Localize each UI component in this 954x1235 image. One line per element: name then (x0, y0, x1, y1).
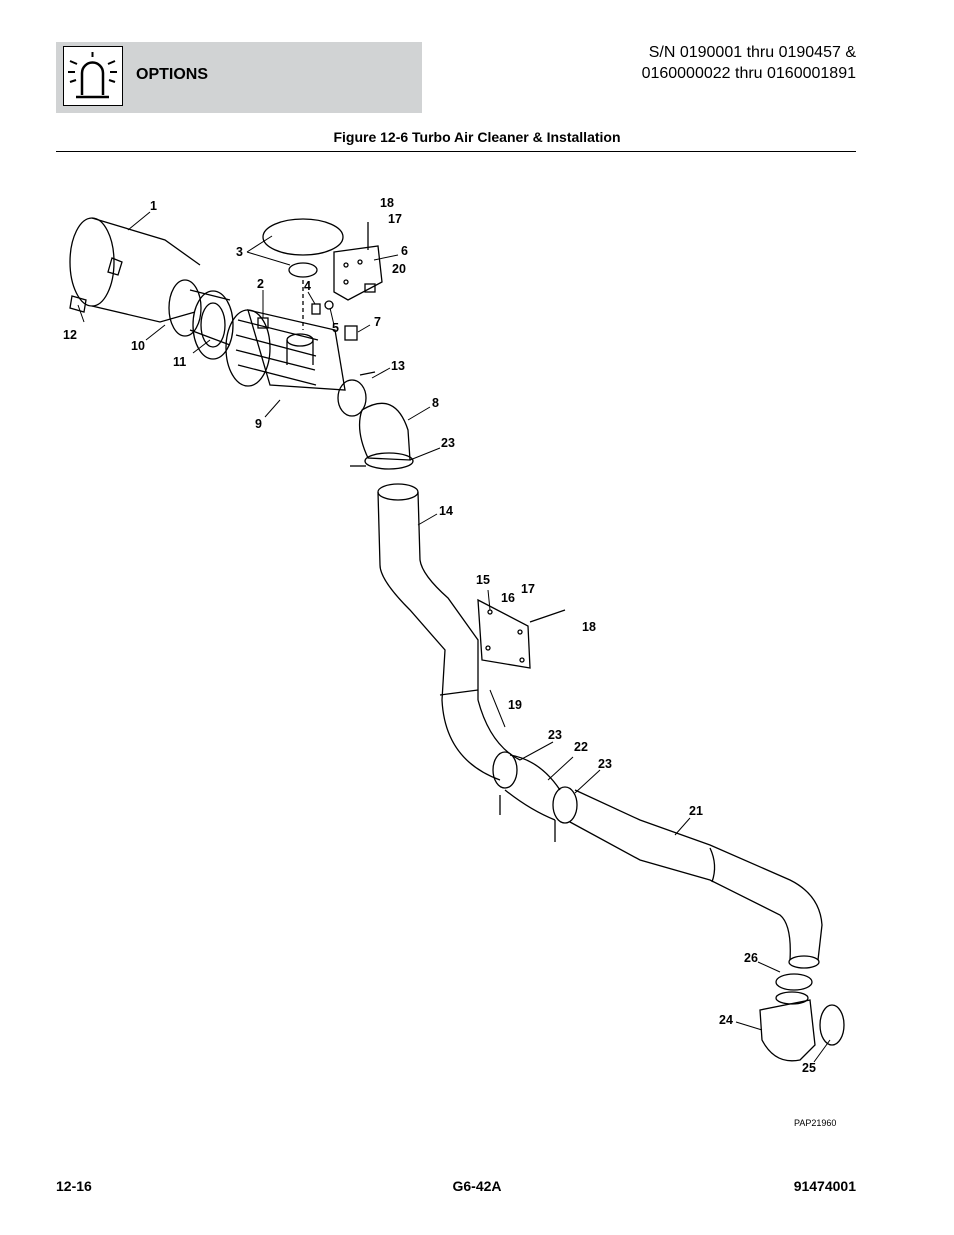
callout-13: 13 (391, 359, 405, 373)
serial-line-2: 0160000022 thru 0160001891 (641, 65, 856, 82)
callout-20: 20 (392, 262, 406, 276)
callout-numbers: 1 2 3 4 5 6 7 8 9 10 11 12 13 14 15 16 1… (63, 196, 816, 1075)
model-number: G6-42A (452, 1178, 502, 1194)
section-header: OPTIONS (56, 42, 422, 113)
callout-17-upper: 17 (388, 212, 402, 226)
callout-1: 1 (150, 199, 157, 213)
callout-24: 24 (719, 1013, 733, 1027)
callout-14: 14 (439, 504, 453, 518)
tube-bracket-drawing (477, 598, 566, 669)
exploded-parts-drawing: 1 2 3 4 5 6 7 8 9 10 11 12 13 14 15 16 1… (63, 196, 845, 1075)
callout-8: 8 (432, 396, 439, 410)
page-number: 12-16 (56, 1178, 92, 1194)
callout-25: 25 (802, 1061, 816, 1075)
lower-tube-drawing (439, 689, 521, 789)
callout-19: 19 (508, 698, 522, 712)
options-lamp-icon (63, 46, 123, 106)
intake-tube-drawing (377, 483, 479, 701)
callout-18-lower: 18 (582, 620, 596, 634)
long-tube-drawing (569, 789, 823, 969)
callout-23-middle: 23 (548, 728, 562, 742)
callout-12: 12 (63, 328, 77, 342)
air-cleaner-housing-drawing (225, 309, 346, 391)
elbow-and-clamp-drawing (337, 371, 414, 470)
callout-21: 21 (689, 804, 703, 818)
callout-7: 7 (374, 315, 381, 329)
precleaner-cap-drawing (262, 218, 344, 330)
mounting-bracket-drawing (333, 222, 383, 301)
callout-23-upper: 23 (441, 436, 455, 450)
callout-3: 3 (236, 245, 243, 259)
callout-26: 26 (744, 951, 758, 965)
figure-title: Figure 12-6 Turbo Air Cleaner & Installa… (333, 129, 621, 145)
callout-6: 6 (401, 244, 408, 258)
serial-line-1: S/N 0190001 thru 0190457 & (648, 44, 856, 61)
callout-16: 16 (501, 591, 515, 605)
hump-hose-drawing (499, 754, 578, 842)
callout-10: 10 (131, 339, 145, 353)
callout-5: 5 (332, 321, 339, 335)
callout-17-lower: 17 (521, 582, 535, 596)
drawing-id: PAP21960 (794, 1118, 837, 1128)
callout-22: 22 (574, 740, 588, 754)
callout-11: 11 (173, 355, 186, 369)
callout-23-lower: 23 (598, 757, 612, 771)
callout-18-upper: 18 (380, 196, 394, 210)
callout-4: 4 (304, 279, 311, 293)
hardware-drawing (257, 300, 358, 341)
outlet-adapter-drawing (759, 973, 845, 1062)
filter-elements-drawing (168, 279, 234, 360)
callout-15: 15 (476, 573, 490, 587)
serial-range: S/N 0190001 thru 0190457 & 0160000022 th… (642, 42, 856, 84)
callout-9: 9 (255, 417, 262, 431)
air-cleaner-cover-drawing (69, 217, 201, 323)
section-label: OPTIONS (136, 66, 209, 83)
document-part-number: 91474001 (793, 1178, 856, 1194)
callout-2: 2 (257, 277, 264, 291)
callout-leader-lines (77, 211, 831, 1063)
header-divider (56, 151, 856, 152)
